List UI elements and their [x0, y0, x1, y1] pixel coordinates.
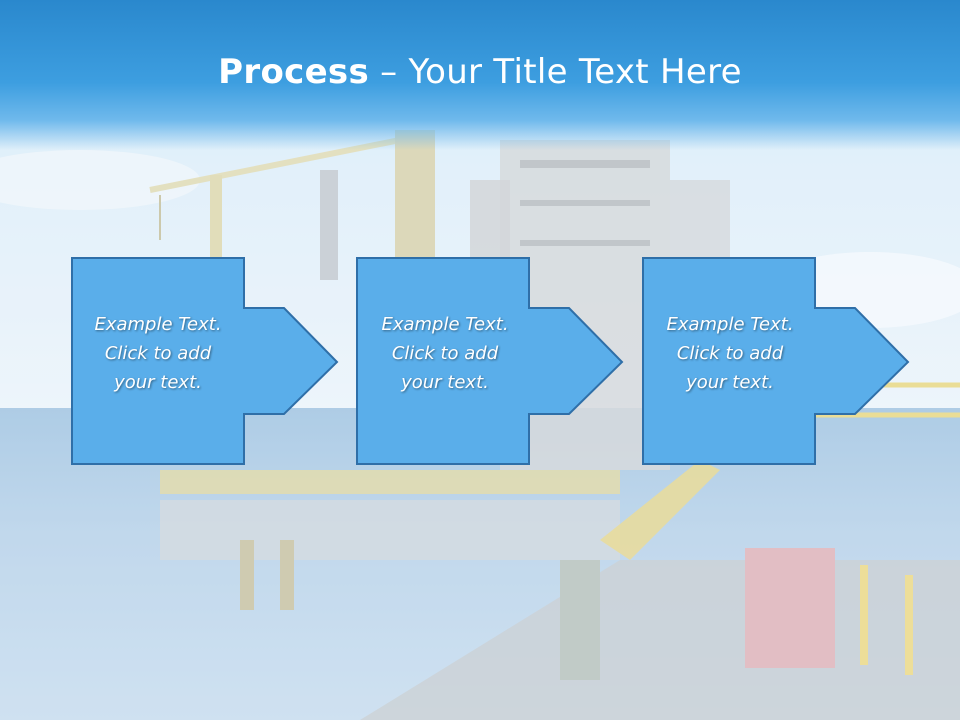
- step-1-line-1: Example Text.: [94, 314, 222, 335]
- title-bold-text: Process: [218, 52, 370, 92]
- step-1-line-3: your text.: [114, 372, 202, 393]
- title-rest-text: Your Title Text Here: [408, 52, 742, 92]
- step-2-line-3: your text.: [401, 372, 489, 393]
- slide-title[interactable]: Process – Your Title Text Here: [0, 52, 960, 92]
- title-band: [0, 0, 960, 150]
- title-dash: –: [380, 52, 398, 92]
- step-1-line-2: Click to add: [104, 343, 212, 364]
- process-step-2-shape[interactable]: [356, 257, 624, 465]
- step-3-line-1: Example Text.: [666, 314, 794, 335]
- process-step-1-text[interactable]: Example Text. Click to add your text.: [72, 310, 244, 397]
- process-step-3-text[interactable]: Example Text. Click to add your text.: [644, 310, 816, 397]
- step-3-line-3: your text.: [686, 372, 774, 393]
- step-3-line-2: Click to add: [676, 343, 784, 364]
- step-2-line-2: Click to add: [391, 343, 499, 364]
- step-2-line-1: Example Text.: [381, 314, 509, 335]
- process-step-1-shape[interactable]: [71, 257, 339, 465]
- process-step-3-shape[interactable]: [642, 257, 910, 465]
- process-step-2-text[interactable]: Example Text. Click to add your text.: [359, 310, 531, 397]
